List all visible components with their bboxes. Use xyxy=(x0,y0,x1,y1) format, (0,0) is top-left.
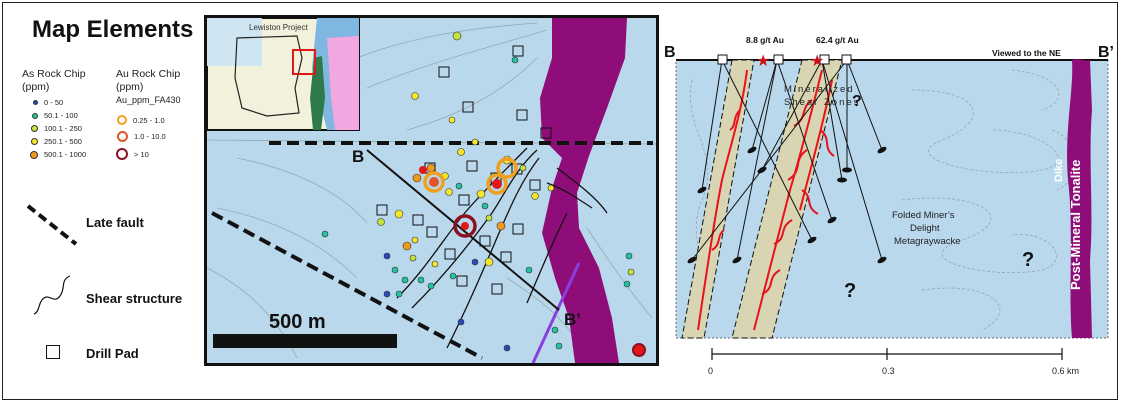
au-class-label: 0.25 - 1.0 xyxy=(133,115,165,125)
rock-label-3: Metagraywacke xyxy=(894,236,961,247)
au-heading-line-1: Au Rock Chip xyxy=(116,68,181,80)
assay-label-2: 62.4 g/t Au xyxy=(816,35,859,45)
plan-map-canvas: Lewiston Project B B’ xyxy=(207,18,656,363)
section-start-label: B xyxy=(664,44,676,61)
dike-label-1: Post-Mineral Tonalite xyxy=(1068,160,1083,291)
scale-tick-1: 0.3 xyxy=(882,366,895,376)
assay-label-1: 8.8 g/t Au xyxy=(746,35,784,45)
shear-structure-label: Shear structure xyxy=(86,291,183,306)
as-class-label: 250.1 - 500 xyxy=(44,137,82,146)
cross-section-canvas: ★ ★ 8.8 g/t Au 62.4 g/t Au B B’ Viewed t… xyxy=(664,35,1114,376)
au-class-row: 0.25 - 1.0 xyxy=(117,115,165,125)
tonalite-dike xyxy=(540,18,627,363)
scale-tick-0: 0 xyxy=(708,366,713,376)
as-class-swatch xyxy=(30,150,38,159)
as-heading-line-2: (ppm) xyxy=(22,81,50,93)
au-class-label: > 10 xyxy=(134,149,149,159)
au-heading-line-2: (ppm) xyxy=(116,81,144,93)
au-rock-chip-samples xyxy=(419,157,646,357)
tonalite-dike-section xyxy=(1067,59,1092,339)
late-fault-label: Late fault xyxy=(86,215,144,230)
shear-structure-symbol xyxy=(33,275,71,315)
figure-frame xyxy=(2,2,1118,400)
as-class-row: 0 - 50 xyxy=(33,98,63,107)
uncertainty-mark: ? xyxy=(844,280,856,302)
as-class-swatch xyxy=(31,125,38,132)
location-inset: Lewiston Project xyxy=(207,18,360,131)
section-line-end: B’ xyxy=(564,310,581,329)
rock-label-2: Delight xyxy=(910,223,940,234)
as-class-swatch xyxy=(33,100,38,105)
uncertainty-mark: ? xyxy=(1022,249,1034,271)
mineralized-label-1: Mineralized xyxy=(784,84,855,95)
uncertainty-mark: ? xyxy=(852,93,862,110)
legend-title: Map Elements xyxy=(32,16,194,43)
drill-hole-ends xyxy=(687,146,887,264)
drill-traces xyxy=(691,59,883,261)
as-class-row: 50.1 - 100 xyxy=(32,111,78,120)
mineralized-label-2: Shear Zones xyxy=(784,97,860,108)
cross-section: ★ ★ 8.8 g/t Au 62.4 g/t Au B B’ Viewed t… xyxy=(662,30,1122,380)
section-scale-bar xyxy=(711,348,1063,360)
late-fault-symbol xyxy=(26,204,78,246)
plan-map: Lewiston Project B B’ xyxy=(204,15,659,366)
drill-pad-label: Drill Pad xyxy=(86,346,139,361)
view-direction-note: Viewed to the NE xyxy=(992,48,1061,58)
as-heading-line-1: As Rock Chip xyxy=(22,68,86,80)
assay-star-icon: ★ xyxy=(756,53,770,70)
dike-margin-line xyxy=(531,262,581,363)
dike-label-2: Dike xyxy=(1053,159,1065,182)
au-class-row: 1.0 - 10.0 xyxy=(117,131,166,142)
as-class-row: 500.1 - 1000 xyxy=(30,150,86,159)
as-class-label: 50.1 - 100 xyxy=(44,111,78,120)
drill-collars xyxy=(717,54,852,65)
as-class-label: 500.1 - 1000 xyxy=(44,150,87,159)
au-class-label: 1.0 - 10.0 xyxy=(134,132,166,141)
mineralized-veins xyxy=(697,69,835,331)
au-class-row: > 10 xyxy=(116,148,149,160)
section-line xyxy=(366,149,560,311)
scale-bar xyxy=(213,334,397,348)
as-class-row: 100.1 - 250 xyxy=(31,124,82,133)
scale-bar-label: 500 m xyxy=(269,311,326,333)
section-line-start: B xyxy=(352,147,364,166)
section-end-label: B’ xyxy=(1098,44,1114,61)
au-rock-chip-heading: Au Rock Chip (ppm) Au_ppm_FA430 xyxy=(116,68,181,107)
inset-extent-box xyxy=(292,49,316,75)
late-fault-2 xyxy=(211,211,483,360)
au-class-swatch xyxy=(116,148,128,160)
assay-star-icon: ★ xyxy=(810,53,824,70)
scale-tick-2: 0.6 km xyxy=(1052,366,1079,376)
as-rock-chip-heading: As Rock Chip (ppm) xyxy=(22,68,86,94)
as-class-row: 250.1 - 500 xyxy=(31,137,82,146)
as-class-swatch xyxy=(31,138,38,145)
inset-label: Lewiston Project xyxy=(249,23,308,32)
au-heading-line-3: Au_ppm_FA430 xyxy=(116,95,181,105)
map-legend: Map Elements As Rock Chip (ppm) 0 - 50 5… xyxy=(0,0,205,404)
au-class-swatch xyxy=(117,115,127,125)
drill-pad-symbol xyxy=(46,345,60,359)
as-class-label: 100.1 - 250 xyxy=(44,124,82,133)
au-class-swatch xyxy=(117,131,128,142)
rock-label-1: Folded Miner’s xyxy=(892,210,955,221)
as-class-label: 0 - 50 xyxy=(44,98,64,107)
as-class-swatch xyxy=(32,112,38,119)
